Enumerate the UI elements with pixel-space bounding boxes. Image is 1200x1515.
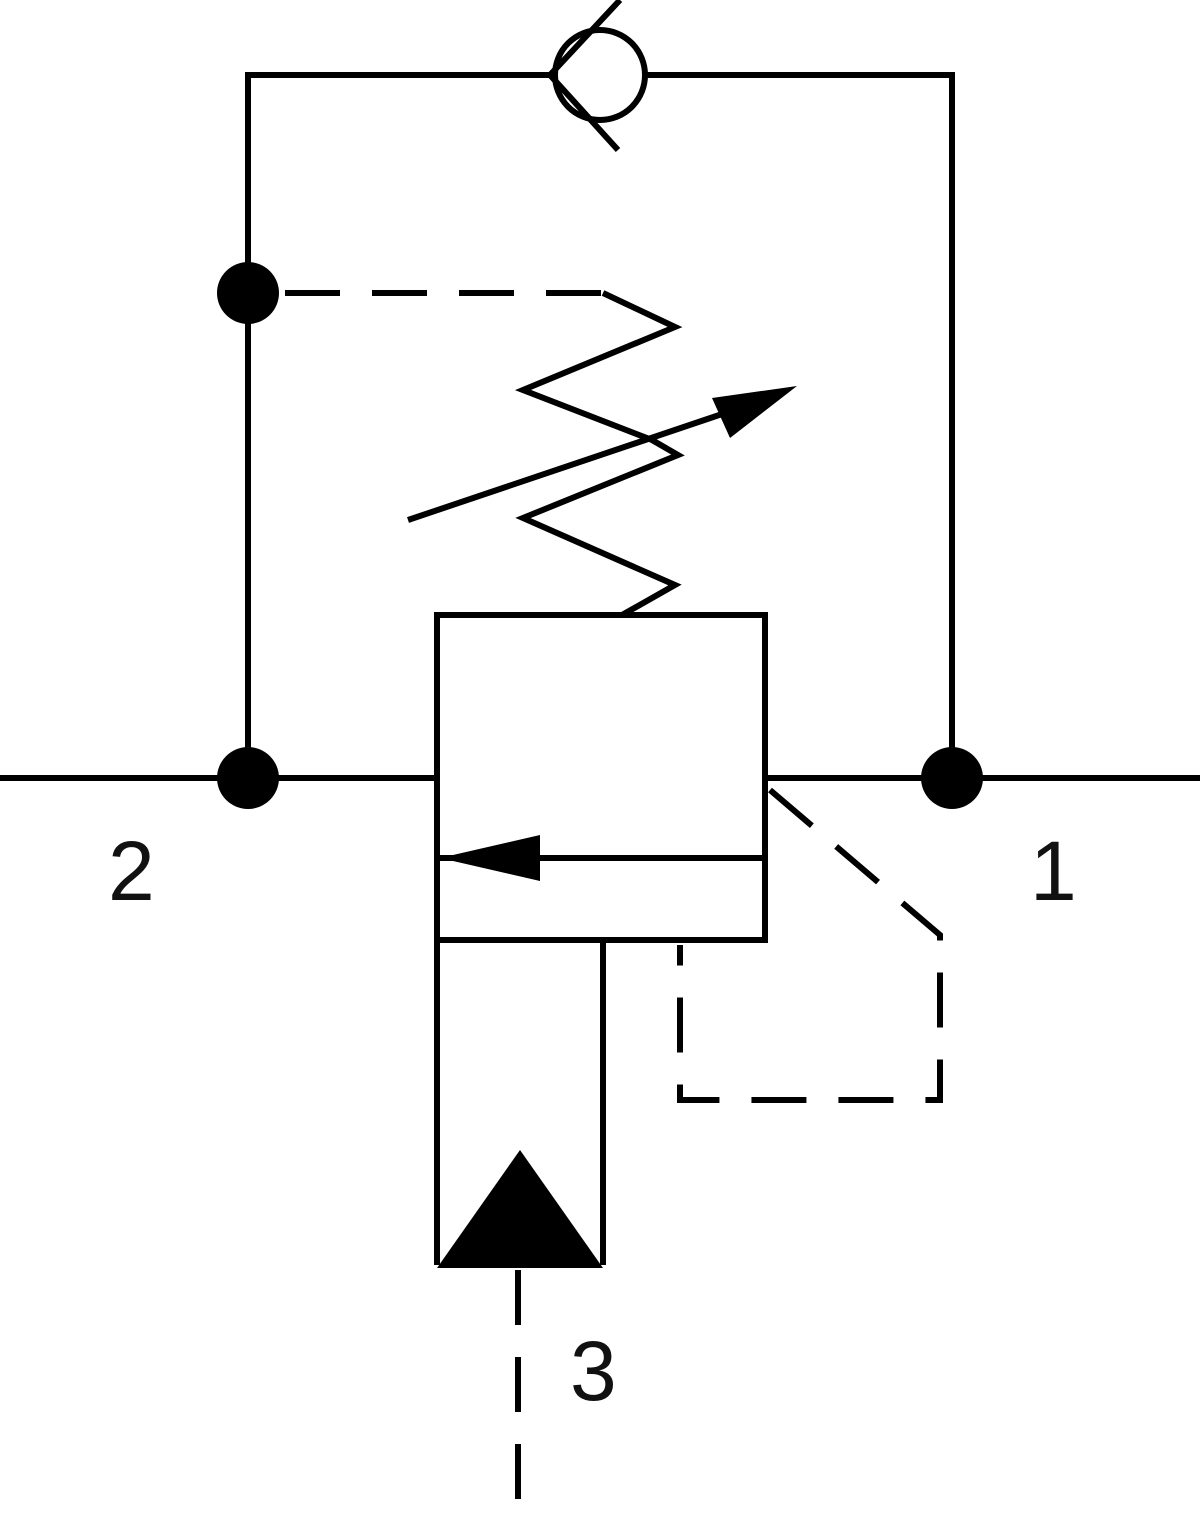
pressure-triangle-icon: [437, 1150, 603, 1268]
adjustable-arrow-icon: [407, 386, 797, 523]
flow-arrow-icon: [440, 835, 540, 881]
port-label-3: 3: [570, 1324, 617, 1418]
junction-dot-port-1: [921, 747, 983, 809]
pressure-source: [434, 940, 606, 1268]
junction-dot-pilot: [217, 262, 279, 324]
spring-icon: [514, 290, 685, 618]
port-label-1: 1: [1030, 824, 1077, 918]
drain-line: [677, 787, 943, 1103]
check-valve-icon: [545, 0, 648, 153]
port-label-2: 2: [108, 824, 155, 918]
valve-body: [434, 612, 768, 943]
bypass-line: [245, 72, 955, 778]
junction-dot-port-2: [217, 747, 279, 809]
